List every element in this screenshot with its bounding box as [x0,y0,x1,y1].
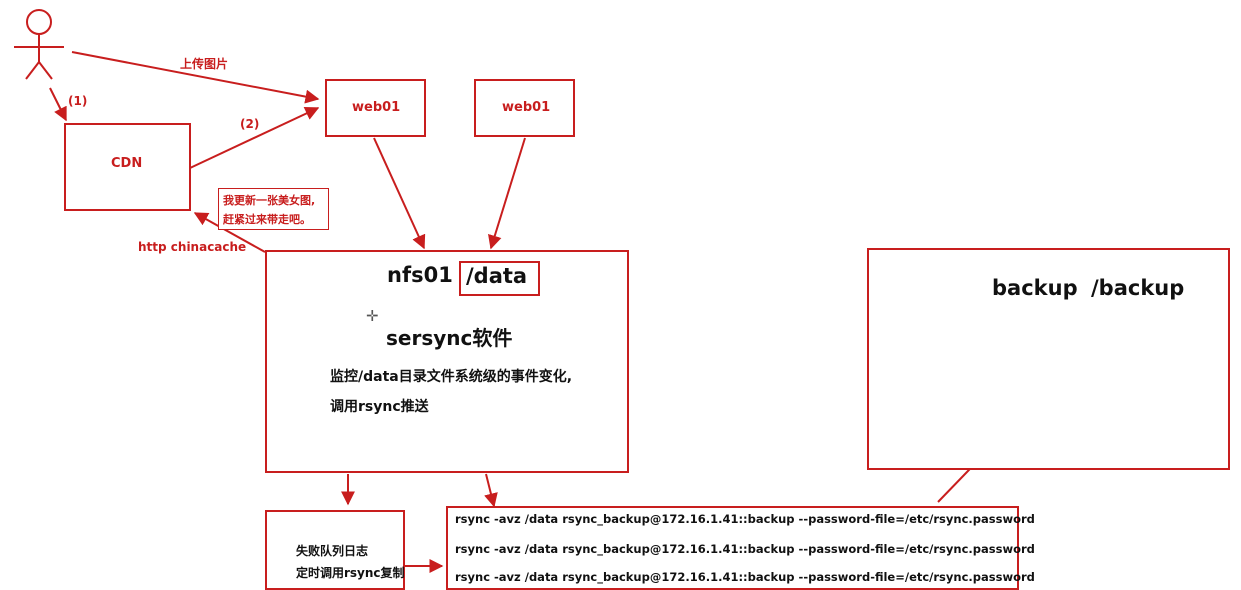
step2-label: (2) [240,117,260,131]
arrow-web01b-to-nfs [488,137,526,250]
backup-path: /backup [1091,276,1185,300]
note-line-2: 赶紧过来带走吧。 [223,213,311,226]
backup-box [867,248,1230,470]
rsync-command-2: rsync -avz /data rsync_backup@172.16.1.4… [455,542,1035,556]
sersync-desc-2: 调用rsync推送 [330,399,429,415]
web01-label-b: web01 [502,100,551,115]
nfs01-path-box [459,261,540,296]
http-chinacache-label: http chinacache [138,240,247,254]
cursor-icon: ✛ [366,307,379,325]
failure-queue-line-2: 定时调用rsync复制 [296,566,405,580]
arrow-user-to-web01 [71,51,320,104]
rsync-command-3: rsync -avz /data rsync_backup@172.16.1.4… [455,570,1035,584]
web01-label-a: web01 [352,100,401,115]
cdn-label: CDN [111,156,143,171]
note-line-1: 我更新一张美女图, [223,194,316,207]
nfs01-host: nfs01 [387,263,453,287]
step1-label: (1) [68,94,88,108]
cdn-box [64,123,191,211]
web01-box-b [474,79,575,137]
sersync-label: sersync软件 [386,326,513,350]
rsync-command-1: rsync -avz /data rsync_backup@172.16.1.4… [455,512,1035,526]
sersync-desc-1: 监控/data目录文件系统级的事件变化, [330,369,573,385]
nfs01-path: /data [466,264,528,288]
arrow-nfs-to-cdn [193,212,266,253]
arrow-nfs-to-commands [484,473,498,508]
notification-note [218,188,329,230]
failure-queue-line-1: 失败队列日志 [296,544,369,558]
arrow-user-to-cdn [49,87,67,122]
user-stick-figure [14,9,64,80]
upload-image-label: 上传图片 [180,57,229,71]
web01-box-a [325,79,426,137]
nfs01-box [265,250,629,473]
arrow-web01a-to-nfs [373,137,426,250]
backup-host: backup [992,276,1078,300]
arrow-cdn-to-web01 [189,107,320,169]
